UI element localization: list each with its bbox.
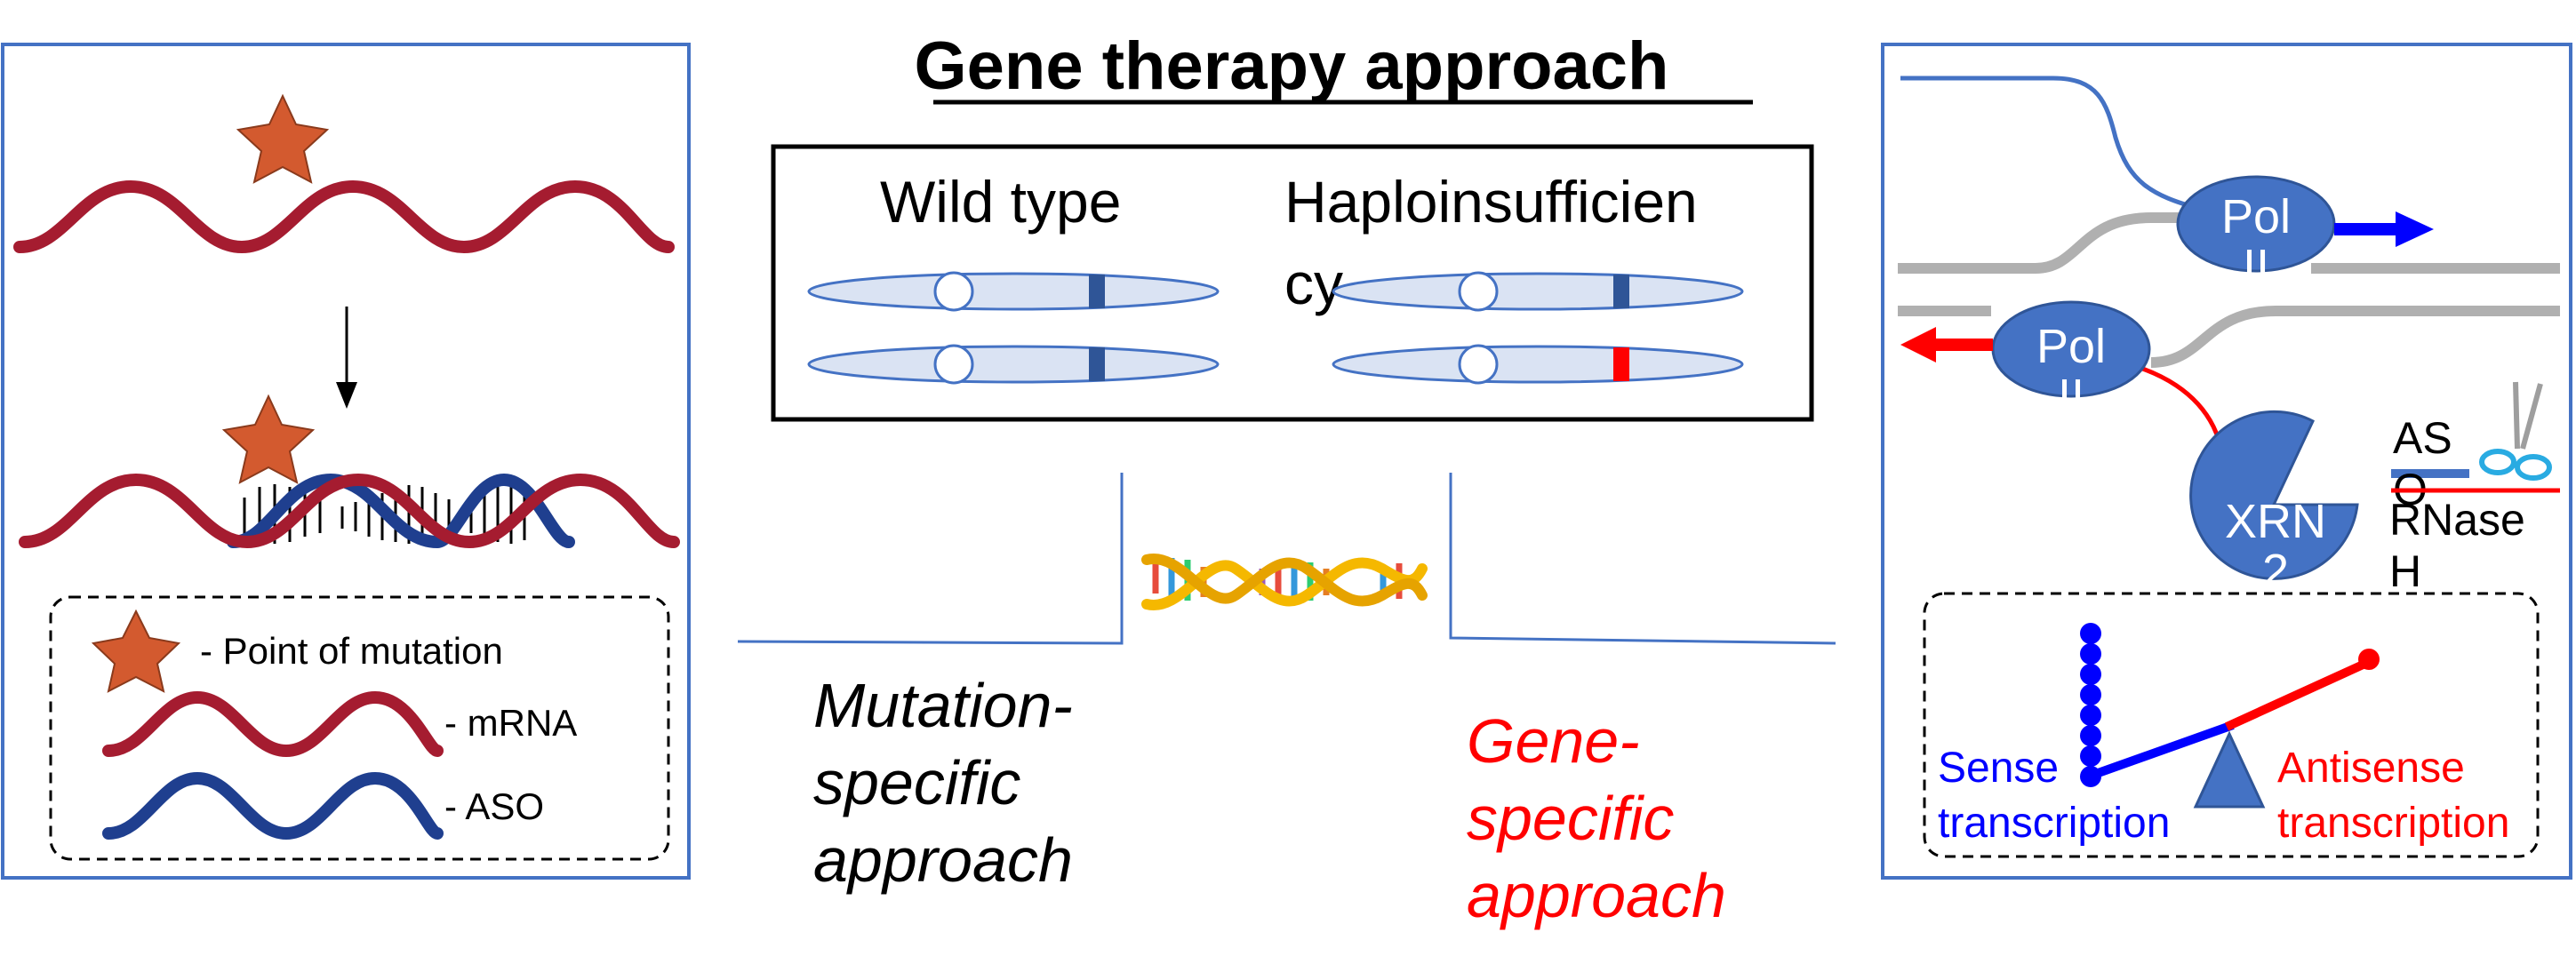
- left-panel: - Point of mutation - mRNA - ASO: [1, 43, 691, 880]
- antisense-direction-arrow-icon: [1900, 327, 1993, 363]
- dna-track: [1898, 212, 2560, 368]
- left-panel-border: [1, 43, 691, 880]
- mutation-star-icon: [91, 609, 181, 693]
- legend-mutation-label: - Point of mutation: [200, 630, 503, 672]
- sense-beads: [2080, 623, 2101, 787]
- karyotype-box: [771, 144, 1814, 422]
- rnase-line2: H: [2389, 546, 2421, 596]
- mutation-star-icon: [221, 394, 316, 484]
- dna-helix-icon: [1141, 554, 1428, 610]
- pol-ii-bottom: Pol II: [1991, 300, 2151, 423]
- transform-arrow-icon: [336, 307, 357, 409]
- gene-specific-line2: specific: [1467, 784, 1674, 853]
- gene-specific-line1: Gene-: [1467, 706, 1640, 776]
- seesaw-fulcrum: [2193, 730, 2266, 809]
- haplo-label-line1: Haploinsufficien: [1284, 169, 1698, 235]
- xrn-line2: 2: [2262, 545, 2289, 598]
- wild-type-label: Wild type: [880, 169, 1121, 235]
- mutation-specific-line2: specific: [813, 748, 1020, 817]
- chromosome-haplo-1: [1332, 271, 1744, 312]
- aso-rnase-complex: AS O RNase H: [2389, 381, 2560, 596]
- antisense-label-line2: transcription: [2277, 800, 2509, 847]
- aso-label-line1: AS: [2393, 413, 2452, 463]
- branch-lines: [737, 473, 1836, 645]
- page-title: Gene therapy approach: [915, 28, 1669, 104]
- pol-bottom-line2: II: [2058, 370, 2084, 423]
- seesaw-legend: Sense transcription Antisense transcript…: [1938, 623, 2509, 847]
- pol-ii-top: Pol II: [2176, 175, 2336, 293]
- mutation-star-icon: [236, 93, 330, 184]
- seesaw-beam-antisense: [2224, 657, 2372, 731]
- sense-label-line1: Sense: [1938, 745, 2059, 792]
- chromosome-haplo-2: [1332, 344, 1744, 385]
- sense-direction-arrow-icon: [2334, 211, 2434, 247]
- xrn-line1: XRN: [2225, 495, 2326, 548]
- center-section: Gene therapy approach Wild type Haploins…: [737, 28, 1836, 930]
- chromosome-wt-1: [807, 271, 1220, 312]
- legend-aso-label: - ASO: [444, 785, 544, 827]
- left-legend: - Point of mutation - mRNA - ASO: [49, 595, 670, 861]
- gene-specific-line3: approach: [1467, 861, 1726, 930]
- mutation-specific-line1: Mutation-: [813, 671, 1073, 740]
- legend-mrna-icon: [102, 690, 444, 758]
- mrna-strand-top: [13, 179, 675, 254]
- legend-aso-icon: [102, 771, 444, 841]
- seesaw-beam-sense: [2089, 721, 2235, 780]
- antisense-bead: [2358, 649, 2380, 670]
- legend-mrna-label: - mRNA: [444, 702, 577, 744]
- mrna-strand-bottom: [19, 473, 680, 549]
- rnase-line1: RNase: [2389, 495, 2525, 545]
- sense-transcript: [1900, 76, 2201, 211]
- mutation-specific-line3: approach: [813, 825, 1073, 895]
- scissors-icon: [2479, 381, 2552, 481]
- haplo-label-line2: cy: [1284, 251, 1343, 316]
- pol-top-line1: Pol: [2221, 190, 2291, 243]
- right-panel: Pol II Pol II XRN 2: [1881, 43, 2572, 880]
- pol-bottom-line1: Pol: [2036, 320, 2106, 373]
- right-panel-border: [1881, 43, 2572, 880]
- mrna-aso-duplex: [19, 394, 680, 549]
- sense-label-line2: transcription: [1938, 800, 2170, 847]
- chromosome-wt-2: [807, 344, 1220, 385]
- aso-strand: [227, 473, 575, 549]
- xrn2-exonuclease: XRN 2: [2189, 410, 2359, 598]
- pol-top-line2: II: [2243, 240, 2269, 293]
- antisense-label-line1: Antisense: [2277, 745, 2465, 792]
